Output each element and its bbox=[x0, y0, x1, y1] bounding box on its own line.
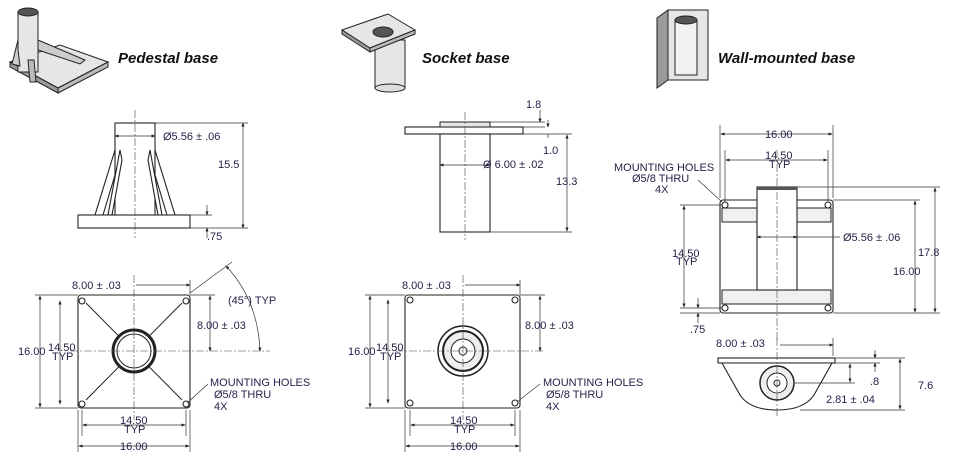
pedestal-overall-width-label: 16.00 bbox=[120, 441, 148, 453]
wall-offset-label: .75 bbox=[690, 324, 705, 336]
socket-holes-height-label: 14.50 bbox=[376, 342, 404, 354]
wall-overall-width-label: 16.00 bbox=[765, 129, 793, 141]
socket-holes-count: 4X bbox=[546, 401, 560, 413]
pedestal-diameter-label: Ø5.56 ± .06 bbox=[163, 131, 220, 143]
pedestal-holes-height-label: 14.50 bbox=[48, 342, 76, 354]
wall-bottom-view bbox=[717, 338, 905, 418]
wall-holes-width-label: 14.50 bbox=[765, 150, 793, 162]
socket-holes-size: Ø5/8 THRU bbox=[546, 389, 603, 401]
pedestal-holes-height-typ: TYP bbox=[52, 351, 73, 363]
pedestal-holes-note: MOUNTING HOLES bbox=[210, 377, 310, 389]
wall-mounted-base-illustration bbox=[656, 9, 709, 89]
pedestal-angle-label: (45°) TYP bbox=[228, 295, 276, 307]
pedestal-side-view bbox=[77, 110, 248, 238]
wall-diameter-label: Ø5.56 ± .06 bbox=[843, 232, 900, 244]
socket-holes-width-typ: TYP bbox=[454, 424, 475, 436]
socket-diameter-label: Ø 6.00 ± .02 bbox=[483, 159, 543, 171]
wall-bottom-half-width-label: 8.00 ± .03 bbox=[716, 338, 765, 350]
socket-half-width-label: 8.00 ± .03 bbox=[402, 280, 451, 292]
socket-holes-height-typ: TYP bbox=[380, 351, 401, 363]
socket-holes-note: MOUNTING HOLES bbox=[543, 377, 643, 389]
socket-holes-width-label: 14.50 bbox=[450, 415, 478, 427]
wall-holes-height-label: 14.50 bbox=[672, 248, 700, 260]
socket-overall-width-label: 16.00 bbox=[450, 441, 478, 453]
wall-holes-count: 4X bbox=[655, 184, 669, 196]
socket-base-illustration bbox=[340, 13, 417, 93]
pedestal-plate-label: .75 bbox=[207, 231, 222, 243]
wall-bottom-depth-label: 7.6 bbox=[918, 380, 933, 392]
socket-side-view bbox=[404, 110, 572, 240]
wall-holes-size: Ø5/8 THRU bbox=[632, 173, 689, 185]
wall-bottom-center-label: 2.81 ± .04 bbox=[826, 394, 875, 406]
socket-flange-label: 1.0 bbox=[543, 145, 558, 157]
socket-overall-height-label: 16.00 bbox=[348, 346, 376, 358]
pedestal-holes-count: 4X bbox=[214, 401, 228, 413]
wall-mounted-base-title: Wall-mounted base bbox=[718, 50, 855, 67]
wall-overall-height-label: 16.00 bbox=[893, 266, 921, 278]
pedestal-half-width-label: 8.00 ± .03 bbox=[72, 280, 121, 292]
socket-flange-top-label: 1.8 bbox=[526, 99, 541, 111]
socket-base-title: Socket base bbox=[422, 50, 510, 67]
pedestal-half-height-label: 8.00 ± .03 bbox=[197, 320, 246, 332]
socket-half-height-label: 8.00 ± .03 bbox=[525, 320, 574, 332]
pedestal-overall-height-label: 16.00 bbox=[18, 346, 46, 358]
pedestal-holes-size: Ø5/8 THRU bbox=[214, 389, 271, 401]
socket-height-label: 13.3 bbox=[556, 176, 577, 188]
wall-total-height-label: 17.8 bbox=[918, 247, 939, 259]
pedestal-base-title: Pedestal base bbox=[118, 50, 218, 67]
wall-holes-note: MOUNTING HOLES bbox=[614, 162, 714, 174]
pedestal-holes-width-label: 14.50 bbox=[120, 415, 148, 427]
wall-holes-width-typ: TYP bbox=[769, 159, 790, 171]
wall-holes-height-typ: TYP bbox=[676, 256, 697, 268]
wall-front-view bbox=[680, 125, 940, 340]
pedestal-holes-width-typ: TYP bbox=[124, 424, 145, 436]
pedestal-top-view bbox=[35, 261, 270, 452]
pedestal-height-label: 15.5 bbox=[218, 159, 239, 171]
pedestal-base-illustration bbox=[8, 7, 110, 94]
socket-top-view bbox=[365, 275, 545, 452]
wall-bottom-lip-label: .8 bbox=[870, 376, 879, 388]
